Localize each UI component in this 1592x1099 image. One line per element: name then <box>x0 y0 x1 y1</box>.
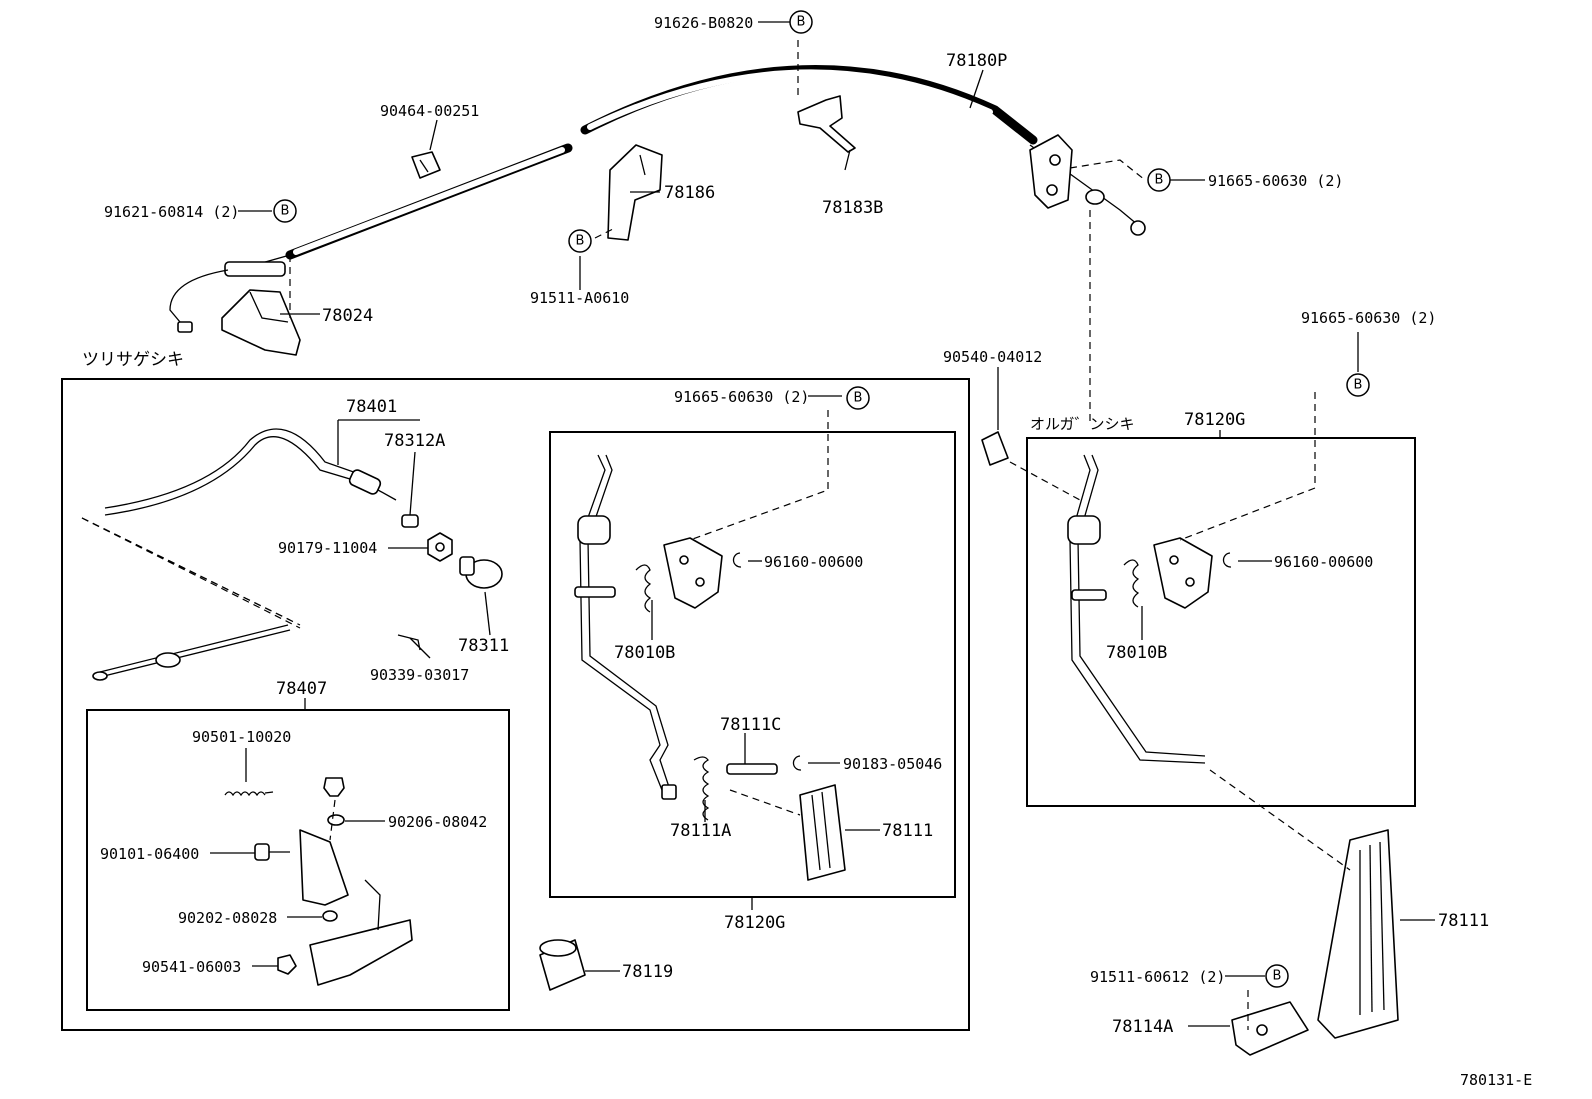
bracket-right <box>1153 537 1213 609</box>
frame-78407 <box>86 709 510 1011</box>
pedal-arm-mid <box>574 454 677 800</box>
label-91511-A0610: 91511-A0610 <box>530 289 629 307</box>
label-91626-B0820: 91626-B0820 <box>654 14 753 32</box>
bracket-78407 <box>299 829 413 986</box>
svg-text:B: B <box>1354 378 1363 393</box>
spring-78111A <box>693 756 710 821</box>
spring-78010B-mid <box>635 564 652 613</box>
bracket-78024 <box>221 289 301 356</box>
washer-90206 <box>327 814 345 826</box>
washer-90202 <box>322 910 338 922</box>
label-organ-type: オルガ゛ンシキ <box>1030 415 1135 433</box>
label-78311: 78311 <box>458 636 509 656</box>
label-96160-00600-mid: 96160-00600 <box>764 553 863 571</box>
label-78183B: 78183B <box>822 198 883 218</box>
label-78024: 78024 <box>322 306 373 326</box>
spring-90501 <box>224 791 274 797</box>
cushion-90540 <box>981 431 1009 466</box>
svg-text:B: B <box>281 204 290 219</box>
leader-lines <box>210 21 1435 1027</box>
clamp-78183B <box>797 95 856 153</box>
label-90464-00251: 90464-00251 <box>380 102 479 120</box>
label-90541-06003: 90541-06003 <box>142 958 241 976</box>
pedal-arm-right <box>1067 454 1206 764</box>
svg-text:B: B <box>797 15 806 30</box>
pin-90339 <box>397 634 421 651</box>
nut-90541 <box>277 954 297 975</box>
knob-78311 <box>459 556 503 589</box>
label-78401: 78401 <box>346 397 397 417</box>
bolt-marker-91665-top: B <box>1147 168 1171 192</box>
label-90206-08042: 90206-08042 <box>388 813 487 831</box>
svg-text:B: B <box>1155 173 1164 188</box>
clip-90183 <box>792 755 802 771</box>
label-78312A: 78312A <box>384 431 445 451</box>
label-91621-60814: 91621-60814 (2) <box>104 203 239 221</box>
svg-text:B: B <box>854 391 863 406</box>
bolt-marker-91665-mid: B <box>846 386 870 410</box>
nut-90179 <box>427 532 453 562</box>
label-90339-03017: 90339-03017 <box>370 666 469 684</box>
cable-lower <box>92 624 291 681</box>
cable-78401 <box>104 428 397 516</box>
bracket-78114A <box>1231 1001 1309 1056</box>
svg-text:B: B <box>1273 969 1282 984</box>
bolt-marker-91511-60612: B <box>1265 964 1289 988</box>
label-78010B-right: 78010B <box>1106 643 1167 663</box>
spring-78010B-right <box>1123 559 1140 608</box>
pedal-pad-78111-right <box>1317 829 1399 1039</box>
label-78010B-mid: 78010B <box>614 643 675 663</box>
label-78114A: 78114A <box>1112 1017 1173 1037</box>
diagram-code: 780131-E <box>1460 1071 1532 1089</box>
svg-text:B: B <box>576 234 585 249</box>
throttle-cable-78180P <box>169 65 1146 333</box>
label-91665-60630-top: 91665-60630 (2) <box>1208 172 1343 190</box>
label-78111A: 78111A <box>670 821 731 841</box>
label-96160-00600-right: 96160-00600 <box>1274 553 1373 571</box>
label-90183-05046: 90183-05046 <box>843 755 942 773</box>
clip-96160-right <box>1222 552 1232 568</box>
label-78186: 78186 <box>664 183 715 203</box>
clip-90464 <box>411 151 441 179</box>
stopper-78407 <box>323 777 345 797</box>
clip-96160-mid <box>732 552 742 568</box>
label-90101-06400: 90101-06400 <box>100 845 199 863</box>
label-78111-right: 78111 <box>1438 911 1489 931</box>
label-78120G-mid: 78120G <box>724 913 785 933</box>
label-90179-11004: 90179-11004 <box>278 539 377 557</box>
label-90501-10020: 90501-10020 <box>192 728 291 746</box>
bracket-mid <box>663 537 723 609</box>
bolt-90101 <box>254 843 290 861</box>
sleeve-78312A <box>401 514 419 528</box>
label-78180P: 78180P <box>946 51 1007 71</box>
label-hanging-type: ツリサゲシキ <box>82 350 184 370</box>
bolt-marker-91511A: B <box>568 229 592 253</box>
label-91511-60612: 91511-60612 (2) <box>1090 968 1225 986</box>
label-78120G-right: 78120G <box>1184 410 1245 430</box>
bolt-marker-91621: B <box>273 199 297 223</box>
label-91665-60630-right: 91665-60630 (2) <box>1301 309 1436 327</box>
part-labels: 91626-B0820 78180P 90464-00251 78186 781… <box>82 14 1532 1089</box>
label-78111C: 78111C <box>720 715 781 735</box>
label-90540-04012: 90540-04012 <box>943 348 1042 366</box>
frame-left <box>61 378 970 1031</box>
frame-78120G-right <box>1026 437 1416 807</box>
label-90202-08028: 90202-08028 <box>178 909 277 927</box>
pedal-pad-78111-mid <box>799 784 846 881</box>
label-78407: 78407 <box>276 679 327 699</box>
label-78119: 78119 <box>622 962 673 982</box>
pin-78111C <box>726 763 778 775</box>
label-91665-60630-mid: 91665-60630 (2) <box>674 388 809 406</box>
label-78111-mid: 78111 <box>882 821 933 841</box>
cable-end-bracket <box>1029 134 1105 209</box>
stopper-78119 <box>539 939 586 991</box>
bolt-marker-top: B <box>789 10 813 34</box>
bolt-marker-91665-right: B <box>1346 373 1370 397</box>
dashed-lines <box>81 40 1351 1030</box>
